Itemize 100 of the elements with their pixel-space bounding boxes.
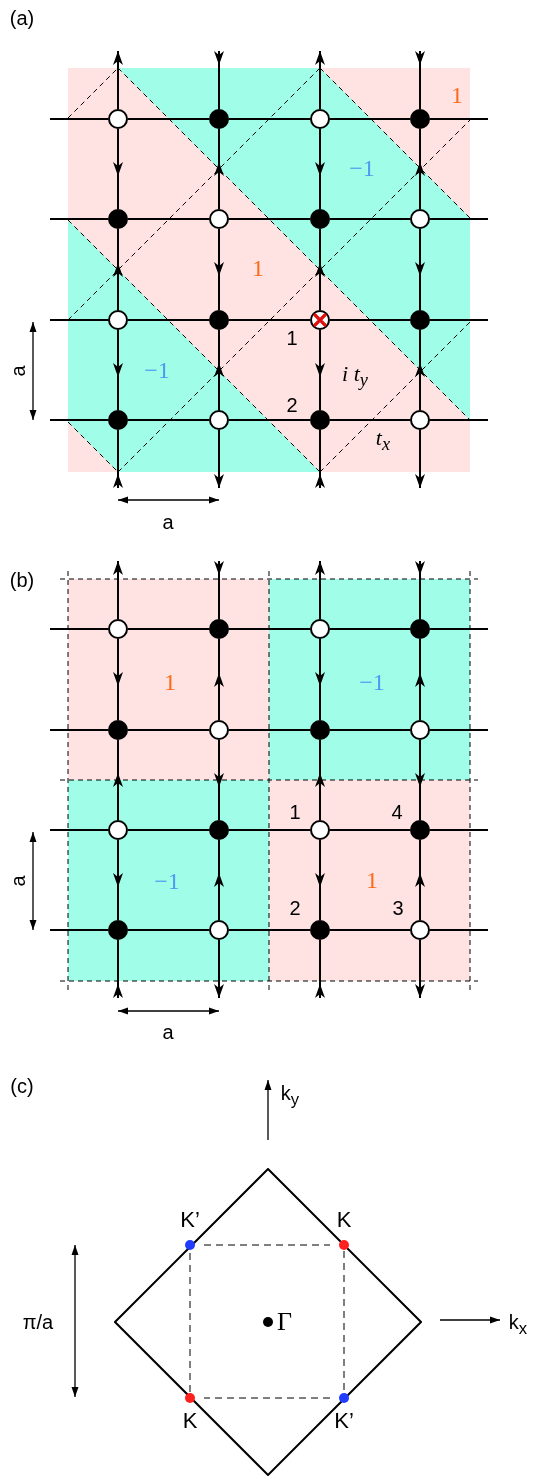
- connector-line: [429, 419, 489, 421]
- region-value: 1: [252, 256, 264, 280]
- dimension-label: a: [162, 1022, 174, 1042]
- connector-line: [228, 628, 311, 630]
- connector-line: [429, 319, 489, 321]
- connector-line: [127, 829, 210, 831]
- arrow: [113, 560, 123, 620]
- arrow: [315, 50, 325, 110]
- panel-label: (a): [9, 8, 35, 28]
- connector-line: [228, 118, 311, 120]
- arrow: [214, 50, 224, 110]
- arrow: [315, 739, 325, 821]
- arrow: [113, 939, 123, 999]
- connector-line: [329, 319, 411, 321]
- connector-line: [127, 929, 210, 931]
- connector-line: [429, 118, 489, 120]
- connector-line: [228, 729, 311, 731]
- dashed-line: [343, 1250, 345, 1393]
- site-number: 2: [286, 395, 298, 415]
- arrow: [113, 429, 123, 489]
- dashed-line: [189, 1250, 191, 1393]
- dimension-label: π/a: [22, 1312, 54, 1332]
- connector-line: [49, 419, 109, 421]
- connector-line: [49, 218, 109, 220]
- connector-line: [429, 829, 489, 831]
- arrow: [214, 839, 224, 921]
- arrow: [113, 739, 123, 821]
- point-label: K: [181, 1407, 199, 1435]
- arrow: [415, 638, 425, 721]
- arrow: [214, 429, 224, 489]
- hopping-label: t$_{x}$: [375, 426, 391, 454]
- panel-label: (c): [10, 1076, 34, 1096]
- connector-line: [429, 218, 489, 220]
- connector-line: [127, 319, 210, 321]
- connector-line: [429, 929, 489, 931]
- arrow: [315, 329, 325, 411]
- connector-line: [329, 218, 411, 220]
- dashed-line: [203, 1397, 331, 1399]
- arrow: [415, 739, 425, 821]
- arrow: [315, 128, 325, 210]
- connector-line: [127, 729, 210, 731]
- connector-line: [228, 218, 311, 220]
- axis-label: k$_{x}$: [508, 1312, 528, 1338]
- arrow: [315, 839, 325, 921]
- axis-label: k$_{y}$: [280, 1083, 300, 1109]
- arrow: [214, 329, 224, 411]
- arrow: [315, 429, 325, 489]
- connector-line: [49, 319, 109, 321]
- point-label: K’: [179, 1206, 201, 1234]
- connector-line: [49, 829, 109, 831]
- arrow: [214, 128, 224, 210]
- arrow: [113, 638, 123, 721]
- connector-line: [429, 729, 489, 731]
- arrow: [315, 638, 325, 721]
- arrow: [415, 50, 425, 110]
- connector-line: [127, 628, 210, 630]
- arrow: [315, 228, 325, 311]
- connector-line: [329, 829, 411, 831]
- connector-line: [329, 929, 411, 931]
- site-number: 3: [392, 898, 404, 918]
- region-value: −1: [154, 869, 180, 893]
- arrow: [415, 228, 425, 311]
- site-number: 2: [289, 898, 301, 918]
- arrow: [214, 939, 224, 999]
- connector-line: [127, 218, 210, 220]
- point-label: K’: [333, 1407, 355, 1435]
- connector-line: [228, 929, 311, 931]
- site-number: 1: [286, 328, 298, 348]
- dimension-label: a: [162, 512, 174, 532]
- connector-line: [49, 729, 109, 731]
- arrow: [214, 638, 224, 721]
- region-value: −1: [359, 670, 385, 694]
- arrow: [415, 839, 425, 921]
- region-value: −1: [349, 156, 375, 180]
- arrow: [113, 839, 123, 921]
- connector-line: [429, 628, 489, 630]
- arrow: [315, 939, 325, 999]
- arrow: [415, 429, 425, 489]
- dashed-line: [203, 1244, 331, 1246]
- point-label: K: [335, 1206, 353, 1234]
- region-value: −1: [144, 358, 170, 382]
- connector-line: [127, 419, 210, 421]
- region-value: 1: [164, 670, 176, 694]
- region-value: 1: [366, 868, 378, 892]
- arrow: [415, 939, 425, 999]
- arrow: [315, 560, 325, 620]
- connector-line: [329, 118, 411, 120]
- arrow: [113, 228, 123, 311]
- arrow: [113, 50, 123, 110]
- arrow: [415, 329, 425, 411]
- connector-line: [127, 118, 210, 120]
- panel-label: (b): [9, 570, 35, 590]
- connector-line: [49, 628, 109, 630]
- dimension-label: a: [8, 365, 28, 377]
- connector-line: [49, 929, 109, 931]
- connector-line: [329, 729, 411, 731]
- connector-line: [228, 419, 311, 421]
- arrow: [113, 128, 123, 210]
- region-value: 1: [451, 83, 463, 107]
- arrow: [415, 128, 425, 210]
